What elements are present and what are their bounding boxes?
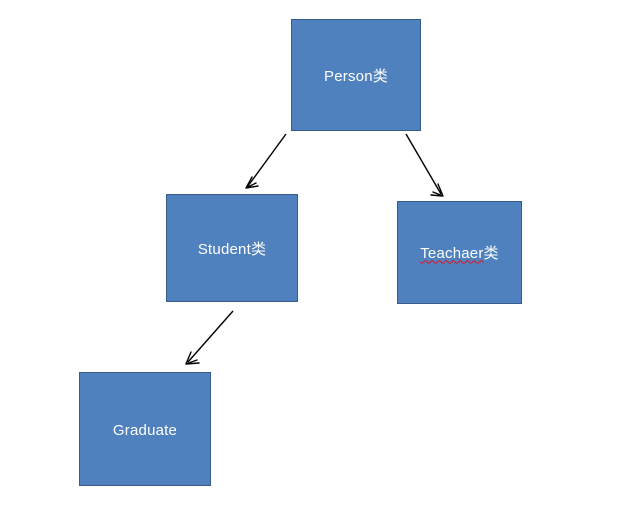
class-node-label: Student类	[197, 240, 267, 258]
class-suffix: 类	[483, 245, 499, 263]
class-node-person[interactable]: Person类	[291, 19, 421, 131]
class-node-teachaer[interactable]: Teachaer类	[397, 201, 522, 304]
edge-person-to-teachaer	[405, 133, 444, 197]
edge-student-to-graduate	[185, 310, 234, 365]
class-node-label: Person类	[324, 67, 388, 85]
misspelled-word: Teachaer	[420, 245, 484, 263]
class-node-student[interactable]: Student类	[166, 194, 298, 302]
class-node-label: Graduate	[112, 421, 178, 439]
class-node-graduate[interactable]: Graduate	[79, 372, 211, 486]
class-node-label: Teachaer类	[420, 246, 499, 263]
edge-person-to-student	[245, 133, 287, 189]
